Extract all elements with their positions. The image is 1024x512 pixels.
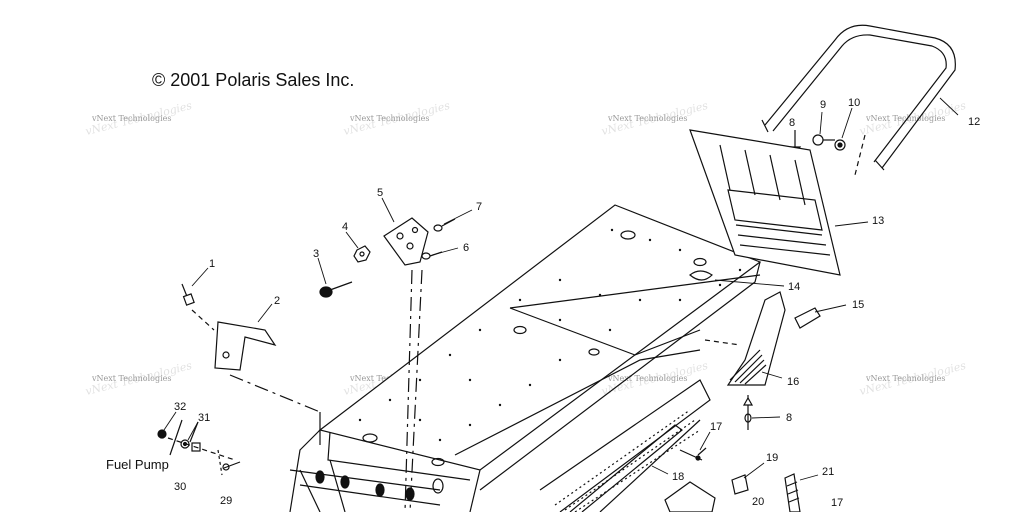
callouts: 1 2 3 4 5 6 7 8 9 10 12 13 14 15 16 8 17… [174,97,980,509]
callout-17-lower: 17 [831,497,843,509]
part-32-nut [157,429,167,439]
part-3-bolt [319,281,353,298]
callout-9: 9 [820,99,826,111]
leader-lines [163,97,959,481]
callout-6: 6 [463,242,469,254]
watermark: vNext Technologies [350,114,430,123]
callout-2: 2 [274,295,280,307]
callout-16: 16 [787,376,799,388]
part-8-lower-screw [742,395,754,430]
callout-8: 8 [789,117,795,129]
part-20-bracket [664,481,716,512]
part-2-bracket [214,321,321,445]
callout-17: 17 [710,421,722,433]
watermark: vNext Technologies [866,114,946,123]
callout-32: 32 [174,401,186,413]
copyright-text: © 2001 Polaris Sales Inc. [152,70,355,90]
callout-1: 1 [209,258,215,270]
callout-8-lower: 8 [786,412,792,424]
tunnel-body [289,204,762,512]
callout-5: 5 [377,187,383,199]
part-5-plate [383,217,429,512]
callout-10: 10 [848,97,860,109]
part-4-nut [353,245,371,263]
callout-3: 3 [313,248,319,260]
callout-18: 18 [672,471,684,483]
part-19-clip [731,474,749,495]
part-29-screw [222,461,241,471]
callout-13: 13 [872,215,884,227]
watermark: vNext Technologies [92,114,172,123]
part-7-rivet [433,218,456,232]
callout-14: 14 [788,281,800,293]
part-9-screw [812,134,835,146]
callout-19: 19 [766,452,778,464]
part-17-screw [679,447,707,461]
part-1-bolt [181,283,215,331]
part-18-rail [569,424,683,512]
callout-20: 20 [752,496,764,508]
callout-30: 30 [174,481,186,493]
fuel-pump-label: Fuel Pump [106,457,169,472]
watermark: vNext Technologies [608,374,688,383]
part-16-footrest [704,291,786,386]
part-13-rear-panel [689,129,841,276]
watermark: vNext Technologies [866,374,946,383]
callout-15: 15 [852,299,864,311]
part-21-bolt [784,473,801,512]
callout-4: 4 [342,221,348,233]
watermark: vNext Technologies [608,114,688,123]
callout-12: 12 [968,116,980,128]
tunnel-rivets [358,228,742,442]
callout-29: 29 [220,495,232,507]
callout-31: 31 [198,412,210,424]
part-10-washer [834,139,846,151]
part-12-grab-handle [761,24,956,171]
callout-21: 21 [822,466,834,478]
callout-7: 7 [476,201,482,213]
watermark: vNext Technologies [92,374,172,383]
part-15-pad [794,307,821,329]
front-crossmember [289,469,444,506]
